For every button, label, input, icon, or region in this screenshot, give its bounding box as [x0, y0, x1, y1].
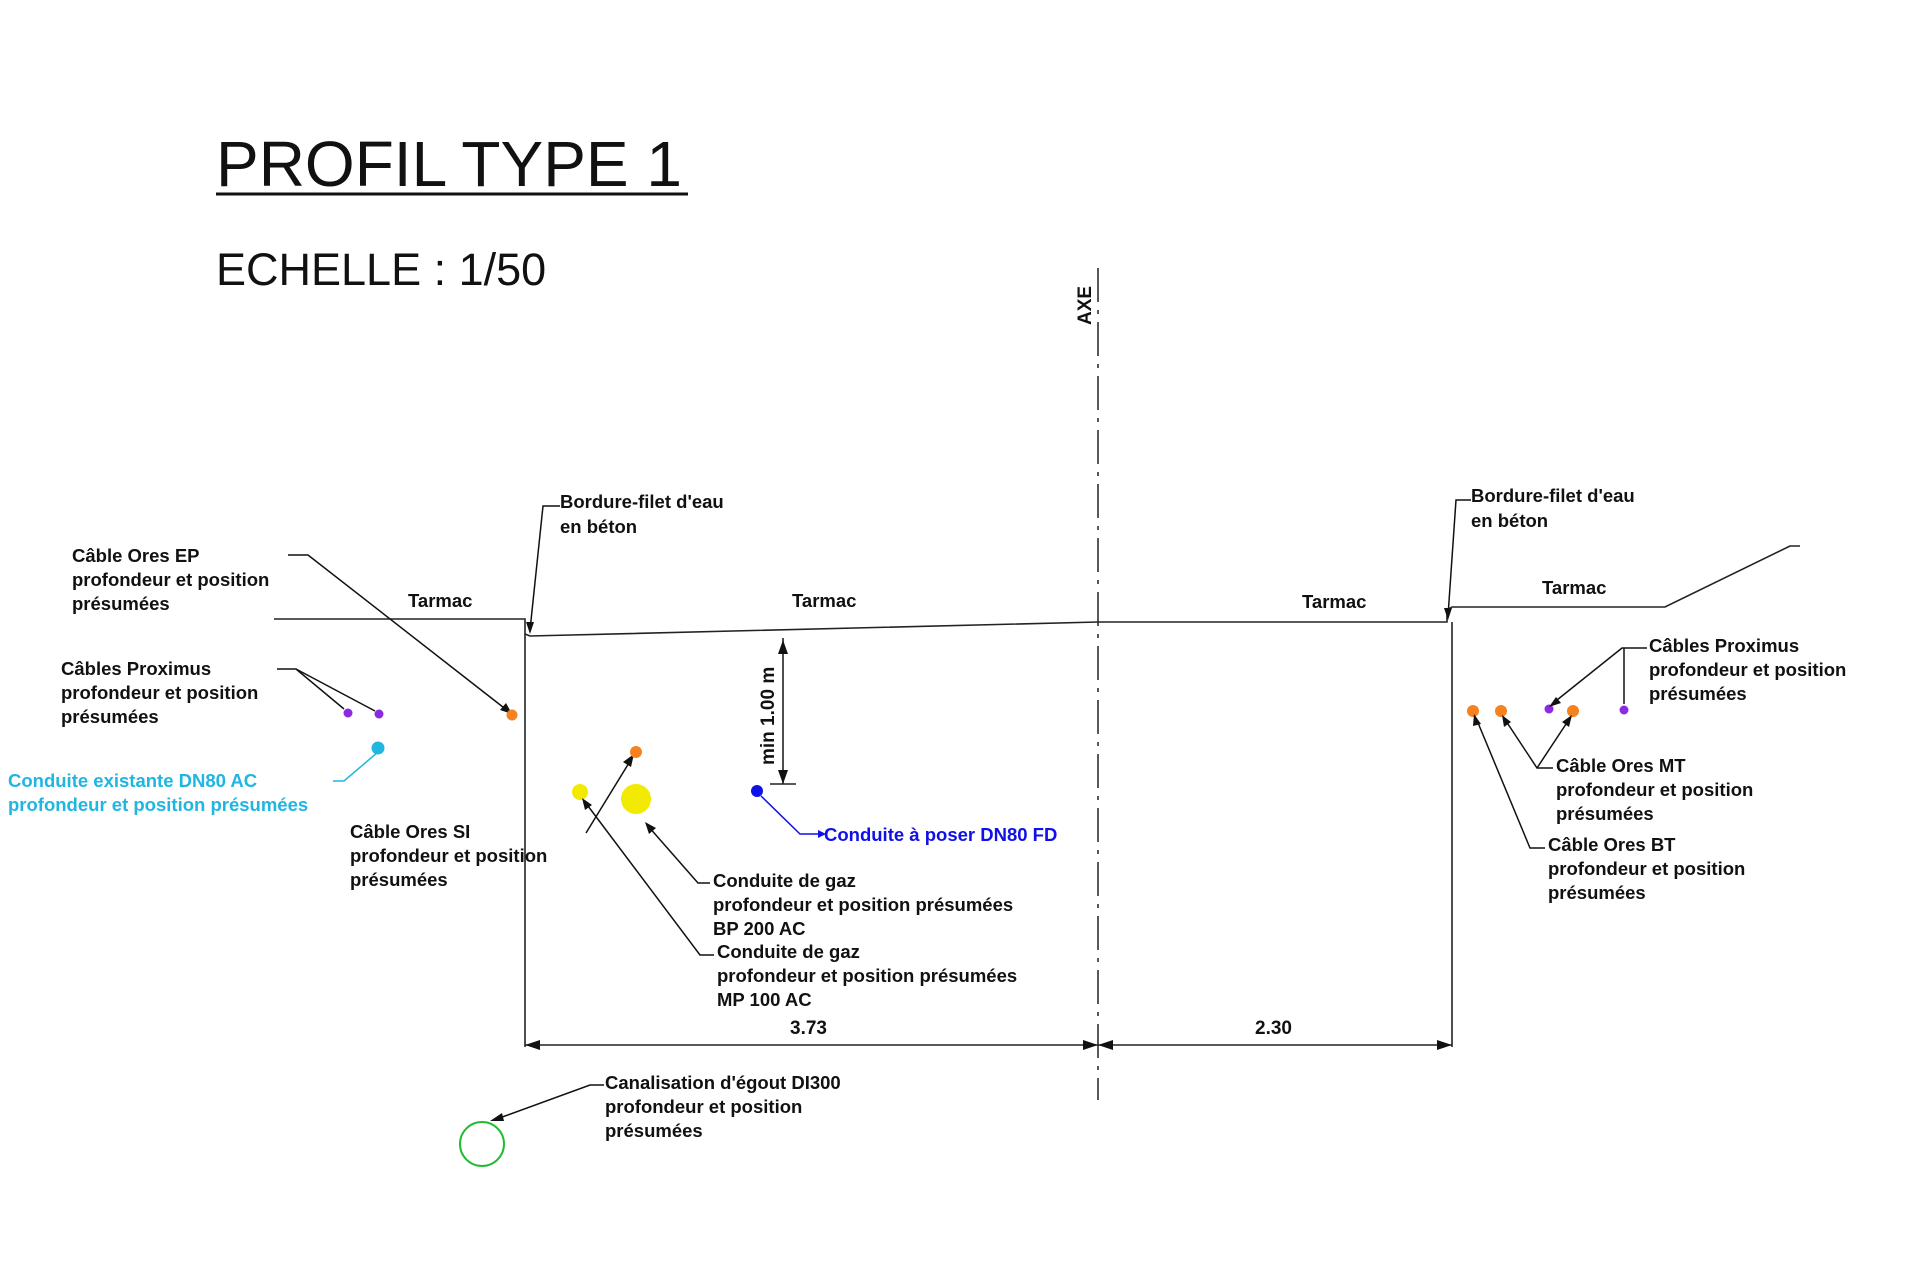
axis-label: AXE [1075, 286, 1096, 325]
ground-profile [274, 545, 1800, 1047]
conduite-existante-line1: Conduite existante DN80 AC [8, 770, 257, 791]
ores-si-line2: profondeur et position [350, 845, 547, 866]
gaz-mp-line3: MP 100 AC [717, 989, 812, 1010]
proximus-right-line2: profondeur et position [1649, 659, 1846, 680]
proximus-left-marker-1 [343, 708, 353, 718]
proximus-right-marker-1 [1544, 704, 1554, 714]
conduite-existante-annotation: Conduite existante DN80 AC profondeur et… [8, 741, 385, 815]
proximus-right-line1: Câbles Proximus [1649, 635, 1799, 656]
gaz-mp-annotation: Conduite de gaz profondeur et position p… [582, 798, 1017, 1010]
gaz-mp-line2: profondeur et position présumées [717, 965, 1017, 986]
proximus-right-line3: présumées [1649, 683, 1747, 704]
ores-si-annotation: Câble Ores SI profondeur et position pré… [350, 746, 642, 890]
road-surface-line [274, 545, 1800, 637]
bordure-left-line1: Bordure-filet d'eau [560, 491, 724, 512]
tarmac-center-label: Tarmac [792, 590, 856, 611]
gaz-mp-100-marker [572, 784, 588, 800]
ores-bt-line2: profondeur et position [1548, 858, 1745, 879]
ores-bt-line1: Câble Ores BT [1548, 834, 1676, 855]
ores-ep-line3: présumées [72, 593, 170, 614]
gaz-bp-200-marker [621, 784, 651, 814]
conduite-a-poser-annotation: Conduite à poser DN80 FD [751, 785, 1057, 845]
egout-line1: Canalisation d'égout DI300 [605, 1072, 841, 1093]
ores-si-line1: Câble Ores SI [350, 821, 470, 842]
left-width-label: 3.73 [790, 1018, 827, 1039]
ores-ep-line2: profondeur et position [72, 569, 269, 590]
ores-mt-line2: profondeur et position [1556, 779, 1753, 800]
ores-ep-line1: Câble Ores EP [72, 545, 200, 566]
gaz-bp-line3: BP 200 AC [713, 918, 806, 939]
ores-mt-line3: présumées [1556, 803, 1654, 824]
proximus-left-annotation: Câbles Proximus profondeur et position p… [61, 658, 384, 727]
ores-si-cable-marker [630, 746, 642, 758]
bordure-left-annotation: Bordure-filet d'eau en béton [526, 491, 724, 634]
right-width-label: 2.30 [1255, 1018, 1292, 1039]
proximus-left-marker-2 [374, 709, 384, 719]
ores-bt-marker [1467, 705, 1479, 717]
egout-annotation: Canalisation d'égout DI300 profondeur et… [459, 1072, 841, 1167]
ores-mt-annotation: Câble Ores MT profondeur et position pré… [1502, 715, 1753, 824]
bordure-left-line2: en béton [560, 516, 637, 537]
conduite-existante-line2: profondeur et position présumées [8, 794, 308, 815]
tarmac-left-label: Tarmac [408, 590, 472, 611]
bordure-right-line2: en béton [1471, 510, 1548, 531]
bordure-right-line1: Bordure-filet d'eau [1471, 485, 1635, 506]
conduite-existante-marker [371, 741, 385, 755]
conduite-a-poser-marker [751, 785, 763, 797]
scale-label: ECHELLE : 1/50 [216, 244, 546, 295]
egout-line3: présumées [605, 1120, 703, 1141]
min-depth-dimension: min 1.00 m [758, 638, 796, 785]
tarmac-far-right-label: Tarmac [1542, 577, 1606, 598]
drawing-title: PROFIL TYPE 1 [216, 128, 682, 200]
gaz-bp-annotation: Conduite de gaz profondeur et position p… [645, 822, 1013, 939]
proximus-left-line1: Câbles Proximus [61, 658, 211, 679]
ores-si-line3: présumées [350, 869, 448, 890]
ores-mt-marker-2 [1567, 705, 1579, 717]
gaz-mp-line1: Conduite de gaz [717, 941, 860, 962]
ores-ep-cable-marker [506, 709, 518, 721]
min-depth-label: min 1.00 m [758, 667, 779, 765]
ores-bt-line3: présumées [1548, 882, 1646, 903]
proximus-left-line2: profondeur et position [61, 682, 258, 703]
tarmac-right-label: Tarmac [1302, 591, 1366, 612]
proximus-right-marker-2 [1619, 705, 1629, 715]
bordure-right-annotation: Bordure-filet d'eau en béton [1444, 485, 1635, 620]
egout-marker [459, 1121, 505, 1167]
proximus-left-line3: présumées [61, 706, 159, 727]
conduite-a-poser-label: Conduite à poser DN80 FD [824, 824, 1057, 845]
gaz-bp-line2: profondeur et position présumées [713, 894, 1013, 915]
ores-ep-annotation: Câble Ores EP profondeur et position pré… [72, 545, 518, 721]
width-dimensions: 3.73 2.30 [525, 1018, 1452, 1050]
ores-mt-line1: Câble Ores MT [1556, 755, 1686, 776]
gaz-bp-line1: Conduite de gaz [713, 870, 856, 891]
ores-mt-marker-1 [1495, 705, 1507, 717]
proximus-right-annotation: Câbles Proximus profondeur et position p… [1549, 635, 1846, 707]
ores-bt-annotation: Câble Ores BT profondeur et position pré… [1473, 714, 1745, 903]
egout-line2: profondeur et position [605, 1096, 802, 1117]
